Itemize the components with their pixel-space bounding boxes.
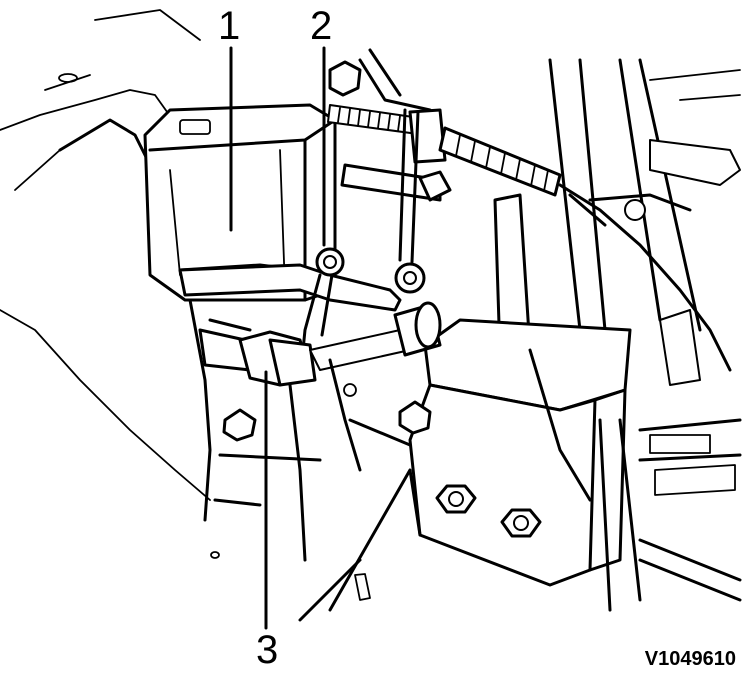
bracket-nuts (222, 400, 542, 538)
callout-label-3: 3 (256, 628, 279, 672)
callout-label-1: 1 (218, 4, 241, 48)
figure-reference-code: V1049610 (644, 648, 736, 670)
right-grille (638, 418, 742, 602)
pipework (358, 48, 741, 386)
leader-lines (229, 46, 326, 630)
mounting-bracket (298, 193, 642, 622)
cable-and-bolt (327, 60, 732, 372)
wiring-harness (178, 108, 442, 601)
callout-label-2: 2 (310, 4, 333, 48)
